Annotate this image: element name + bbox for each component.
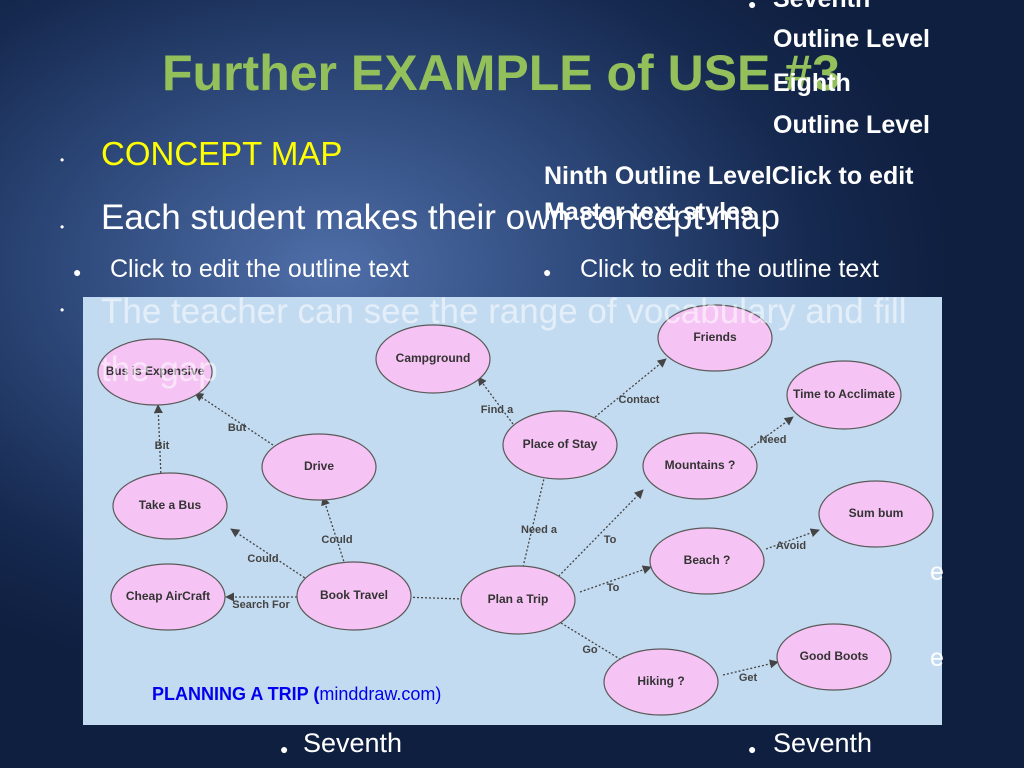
edge-label: Search For	[232, 599, 290, 611]
outline-level-2: Outline Level	[773, 111, 930, 139]
edge-label: Contact	[619, 394, 660, 406]
svg-text:Place of Stay: Place of Stay	[523, 437, 598, 451]
edge-label: Need	[760, 434, 787, 446]
node-cheap-aircraft: Cheap AirCraft	[110, 563, 226, 631]
caption-source: minddraw.com)	[319, 684, 442, 704]
edge-label: But	[228, 422, 247, 434]
svg-text:Hiking ?: Hiking ?	[637, 674, 684, 688]
edge-beach-sumbum	[765, 528, 820, 550]
edge-place-friends	[594, 358, 667, 418]
edge-book-takebus	[230, 528, 309, 581]
node-take-a-bus: Take a Bus	[112, 472, 228, 540]
bullet-dot: •	[60, 220, 65, 234]
node-time-to-acclimate: Time to Acclimate	[786, 360, 902, 430]
edge-label: Could	[321, 534, 352, 546]
outline-level-1: Outline Level	[773, 25, 930, 53]
node-hiking: Hiking ?	[603, 648, 719, 716]
svg-text:Sum bum: Sum bum	[849, 506, 904, 520]
edge-label: Bit	[155, 440, 170, 452]
edge-mountains-time	[737, 416, 794, 458]
svg-text:Beach ?: Beach ?	[684, 553, 731, 567]
edge-takebus-bus	[153, 404, 163, 478]
click-right-text: Click to edit the outline text	[580, 255, 879, 283]
node-place-of-stay: Place of Stay	[502, 410, 618, 480]
svg-text:Plan a Trip: Plan a Trip	[488, 592, 549, 606]
edge-book-drive	[321, 496, 346, 566]
outline-ninth: Ninth Outline LevelClick to edit Master …	[544, 162, 914, 226]
node-bus-expensive: Bus is Expensive	[97, 338, 213, 406]
edge-plan-beach	[579, 565, 652, 593]
caption-bold: PLANNING A TRIP (	[152, 684, 320, 704]
bullet-concept-map: CONCEPT MAP	[101, 135, 343, 172]
svg-text:Time to Acclimate: Time to Acclimate	[793, 387, 895, 401]
edge-label: Avoid	[776, 540, 806, 552]
outline-seventh-top: Seventh	[773, 0, 870, 21]
edge-plan-place	[522, 469, 549, 568]
outline-eighth: Eighth	[773, 69, 851, 97]
outline-seventh-bottom-right: Seventh	[773, 728, 873, 758]
slide-title: Further EXAMPLE of USE #3	[162, 45, 840, 101]
edge-drive-bus	[194, 392, 274, 446]
node-campground: Campground	[375, 324, 491, 394]
edge-label: Could	[247, 553, 278, 565]
edge-plan-hiking	[560, 622, 629, 665]
text-fragment: e	[930, 644, 944, 672]
concept-map-diagram: But Bit Could Could Search For Find a Co…	[83, 297, 942, 725]
bullet-teacher-range: The teacher can see the range of vocabul…	[101, 292, 907, 389]
svg-text:Cheap AirCraft: Cheap AirCraft	[126, 589, 210, 603]
node-good-boots: Good Boots	[776, 623, 892, 691]
bullet-dot: •	[60, 303, 65, 317]
click-left-text: Click to edit the outline text	[110, 255, 409, 283]
svg-text:Good Boots: Good Boots	[800, 649, 869, 663]
node-beach: Beach ?	[649, 527, 765, 595]
bullet-dot: ●	[73, 264, 82, 280]
edge-label: Get	[739, 672, 758, 684]
svg-text:Mountains ?: Mountains ?	[665, 458, 736, 472]
node-sum-bum: Sum bum	[818, 480, 934, 548]
node-mountains: Mountains ?	[642, 432, 758, 500]
bullet-dot: ●	[748, 741, 757, 757]
edge-label: Need a	[521, 524, 558, 536]
bullet-each-student: Each student makes their own concept map	[101, 198, 780, 237]
edge-label: To	[604, 534, 617, 546]
node-drive: Drive	[261, 433, 377, 501]
node-friends: Friends	[657, 304, 773, 372]
edge-hiking-boots	[722, 659, 779, 676]
svg-text:Campground: Campground	[396, 351, 471, 365]
edge-place-camp	[477, 376, 514, 425]
svg-text:Take a Bus: Take a Bus	[139, 498, 202, 512]
node-plan-a-trip: Plan a Trip	[460, 565, 576, 635]
svg-text:Drive: Drive	[304, 459, 334, 473]
bullet-dot: ●	[280, 741, 289, 757]
svg-text:Friends: Friends	[693, 330, 737, 344]
edge-plan-mountains	[552, 489, 644, 583]
node-book-travel: Book Travel	[296, 561, 412, 631]
svg-text:Book Travel: Book Travel	[320, 588, 388, 602]
bullet-dot: •	[60, 153, 65, 167]
bullet-dot: ●	[543, 264, 552, 280]
bullet-dot: ●	[748, 0, 757, 12]
edge-label: Find a	[481, 404, 514, 416]
text-fragment: e	[930, 558, 944, 586]
outline-seventh-bottom-left: Seventh	[303, 728, 403, 758]
diagram-caption: PLANNING A TRIP (minddraw.com)	[152, 684, 441, 705]
edge-label: Go	[582, 644, 598, 656]
edge-label: To	[607, 582, 620, 594]
svg-text:Bus is Expensive: Bus is Expensive	[106, 364, 205, 378]
